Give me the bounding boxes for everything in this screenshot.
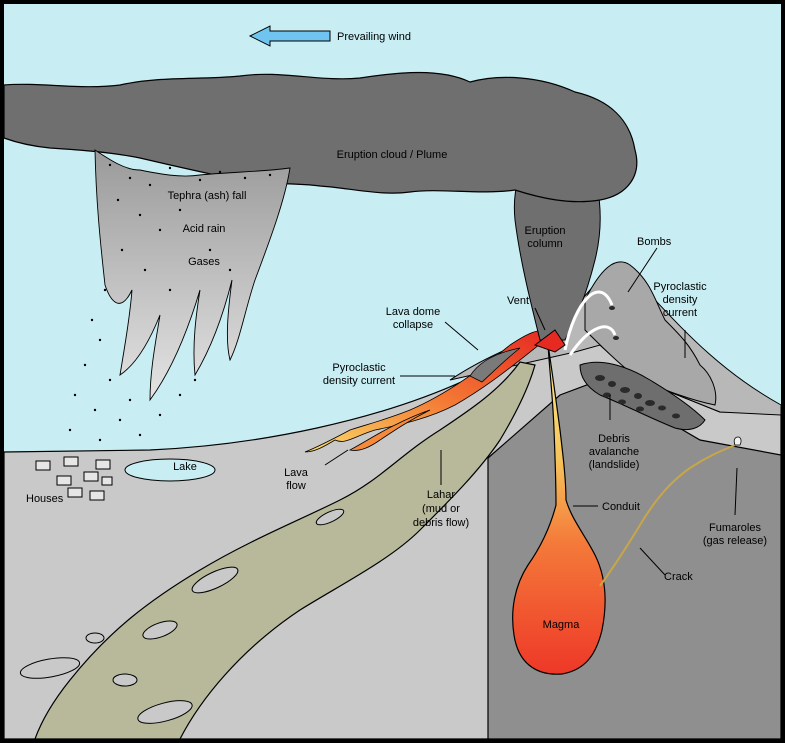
- fumaroles-label-1: Fumaroles: [709, 522, 761, 534]
- bombs-label: Bombs: [637, 236, 672, 248]
- debris-label-1: Debris: [598, 433, 630, 445]
- plume-label: Eruption cloud / Plume: [337, 149, 448, 161]
- bomb-trajectories: [563, 290, 617, 356]
- lahar-islands: [19, 508, 345, 724]
- houses-icon: [35, 456, 113, 501]
- lake-label: Lake: [173, 461, 197, 473]
- eruption-column-label-1: Eruption: [525, 225, 566, 237]
- lahar-label-3: debris flow): [413, 517, 469, 529]
- lahar-channel: [34, 361, 536, 740]
- debris-blocks: [595, 375, 680, 419]
- fumaroles-label-2: (gas release): [703, 535, 767, 547]
- vent-shape: [533, 329, 566, 353]
- eruption-cloud: [3, 71, 638, 203]
- lava-dome-label-1: Lava dome: [386, 306, 440, 318]
- gases-label: Gases: [188, 256, 220, 268]
- wind-arrow-icon: [248, 25, 331, 47]
- debris-label-2: avalanche: [589, 446, 639, 458]
- lahar-label-1: Lahar: [427, 489, 455, 501]
- wind-label: Prevailing wind: [337, 31, 411, 43]
- pyroclastic-right-label-3: current: [663, 307, 697, 319]
- conduit-label: Conduit: [602, 501, 640, 513]
- pyroclastic-right-label-1: Pyroclastic: [653, 281, 707, 293]
- pyroclastic-left-label-1: Pyroclastic: [332, 362, 386, 374]
- acid-rain-label: Acid rain: [183, 223, 226, 235]
- pyroclastic-right-label-2: density: [663, 294, 698, 306]
- lava-flow-label-1: Lava: [284, 467, 309, 479]
- lava-flow-label-2: flow: [286, 480, 306, 492]
- lava-dome-label-2: collapse: [393, 319, 433, 331]
- lahar-label-2: (mud or: [422, 503, 460, 515]
- lava-dome-debris: [469, 347, 521, 383]
- crack-line: [599, 444, 736, 587]
- houses-label: Houses: [26, 493, 64, 505]
- fumarole-plume: [733, 436, 742, 446]
- lake-shape: [124, 458, 216, 482]
- bombs-icon: [609, 306, 619, 340]
- tephra-label: Tephra (ash) fall: [168, 190, 247, 202]
- ash-rain-curtain: [94, 149, 291, 402]
- debris-label-3: (landslide): [589, 459, 640, 471]
- vent-label: Vent: [507, 295, 529, 307]
- debris-avalanche-area: [579, 361, 706, 431]
- ash-particles: [68, 163, 272, 442]
- pyroclastic-left-label-2: density current: [323, 375, 395, 387]
- magma-label: Magma: [543, 619, 581, 631]
- eruption-column-label-2: column: [527, 238, 562, 250]
- magma-conduit: [512, 344, 606, 675]
- crack-label: Crack: [664, 571, 693, 583]
- lava-flow-branch: [348, 409, 431, 451]
- leader-lines: [324, 247, 738, 576]
